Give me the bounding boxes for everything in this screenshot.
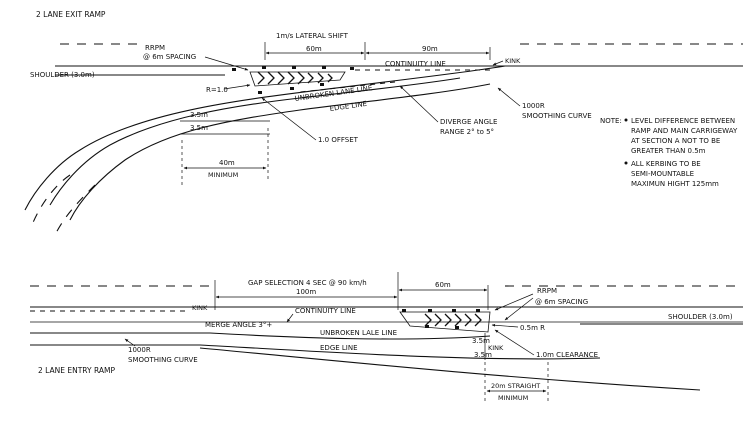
entry-width-2: 3.5m (474, 351, 492, 359)
entry-ramp-title: 2 LANE ENTRY RAMP (38, 366, 116, 375)
exit-smoothing-leader (497, 87, 521, 107)
exit-kink-label: KINK (505, 57, 521, 65)
exit-edge-line (69, 83, 491, 221)
entry-ramp-drawing: GAP SELECTION 4 SEC @ 90 km/h 100m 60m R… (30, 272, 743, 402)
entry-dim-60m-label: 60m (435, 281, 451, 289)
exit-shoulder-label: SHOULDER (3.0m) (30, 71, 95, 79)
entry-continuity-leader (286, 313, 294, 323)
exit-rrpm-label: RRPM (145, 44, 165, 52)
exit-rrpm-leader (204, 56, 249, 71)
note-b1-l4: GREATER THAN 0.5m (631, 147, 706, 155)
exit-smoothing-r: 1000R (522, 102, 545, 110)
entry-r05-leader (491, 323, 519, 328)
entry-unbroken-label: UNBROKEN LALE LINE (320, 329, 397, 337)
exit-continuity-label: CONTINUITY LINE (385, 60, 446, 68)
exit-min-len: 40m (219, 159, 235, 167)
exit-ramp-edge-outer (24, 65, 506, 211)
exit-radius-leader (223, 84, 251, 90)
note-b1-l3: AT SECTION A NOT TO BE (631, 137, 720, 145)
entry-unbroken-lane-line (30, 332, 491, 340)
note-label: NOTE: (600, 117, 622, 125)
entry-width-1: 3.5m (472, 337, 490, 345)
entry-r05-label: 0.5m R (520, 324, 545, 332)
exit-diverge-range: RANGE 2° to 5° (440, 128, 494, 136)
exit-diverge-label: DIVERGE ANGLE (440, 118, 497, 126)
exit-spacing-label: @ 6m SPACING (143, 53, 196, 61)
note-b1-l2: RAMP AND MAIN CARRIGEWAY (631, 127, 738, 135)
entry-smoothing-leader (124, 338, 136, 347)
note-b1-l1: LEVEL DIFFERENCE BETWEEN (631, 117, 735, 125)
entry-minimum-label: MINIMUM (498, 394, 528, 402)
exit-ramp-dash-outer (31, 174, 71, 226)
entry-rrpm-markers (402, 309, 480, 329)
exit-dim-90m-label: 90m (422, 45, 438, 53)
entry-chevrons (424, 313, 482, 327)
exit-dim-60m-label: 60m (306, 45, 322, 53)
entry-clearance-label: 1.0m CLEARANCE (536, 351, 598, 359)
exit-chevrons (257, 71, 333, 85)
exit-offset-label: 1.0 OFFSET (318, 136, 359, 144)
exit-kink-leader (492, 60, 504, 66)
exit-edge-label: EDGE LINE (329, 100, 367, 113)
exit-unbroken-lane-line (49, 77, 461, 206)
exit-rrpm-markers (232, 66, 354, 94)
exit-width-1: 3.5m (190, 111, 208, 119)
entry-merge-label: MERGE ANGLE 3°+ (205, 321, 272, 329)
note-b2-l3: MAXIMUN HIGHT 125mm (631, 180, 719, 188)
exit-width-2: 3.5m (190, 124, 208, 132)
entry-smoothing-r: 1000R (128, 346, 151, 354)
exit-ramp-drawing: 2 LANE EXIT RAMP 1m/s LATERAL SHIFT 60m … (24, 10, 743, 236)
entry-dim-100m-label: 100m (296, 288, 316, 296)
entry-smoothing-label: SMOOTHING CURVE (128, 356, 198, 364)
entry-continuity-label: CONTINUITY LINE (295, 307, 356, 315)
note-b2-l1: ALL KERBING TO BE (631, 160, 701, 168)
notes-block: NOTE: LEVEL DIFFERENCE BETWEEN RAMP AND … (600, 117, 738, 188)
note-b2-l2: SEMI-MOUNTABLE (631, 170, 694, 178)
exit-lateral-shift-label: 1m/s LATERAL SHIFT (276, 32, 349, 40)
exit-smoothing-label: SMOOTHING CURVE (522, 112, 592, 120)
note-bullet-1 (624, 118, 628, 122)
entry-edge-line (30, 344, 601, 360)
entry-ramp-outer-edge (199, 347, 701, 391)
exit-offset-leader (261, 97, 317, 141)
exit-ramp-dash-inner (54, 184, 96, 236)
entry-gap-label: GAP SELECTION 4 SEC @ 90 km/h (248, 279, 367, 287)
entry-kink2-label: KINK (488, 344, 504, 352)
entry-edge-label: EDGE LINE (320, 344, 358, 352)
exit-nose-outline (249, 71, 346, 87)
entry-kink-label: KINK (192, 304, 208, 312)
entry-nose-outline (399, 311, 491, 333)
entry-rrpm-leader-2 (504, 297, 534, 321)
exit-radius-label: R=1.0 (206, 86, 228, 94)
exit-diverge-leader (399, 85, 439, 123)
entry-straight-label: 20m STRAIGHT (491, 382, 540, 390)
entry-rrpm-leader-1 (494, 293, 534, 311)
entry-rrpm-label: RRPM (537, 287, 557, 295)
entry-clearance-leader (494, 329, 535, 356)
exit-minimum-label: MINIMUM (208, 171, 238, 179)
entry-spacing-label: @ 6m SPACING (535, 298, 588, 306)
entry-shoulder-label: SHOULDER (3.0m) (668, 313, 733, 321)
note-bullet-2 (624, 161, 628, 165)
exit-ramp-title: 2 LANE EXIT RAMP (36, 10, 106, 19)
